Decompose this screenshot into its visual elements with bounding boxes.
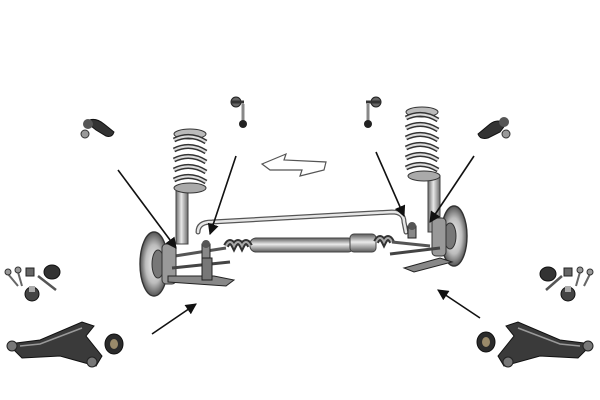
arrow-from-left-wishbone — [151, 303, 197, 335]
bolt-kit-left — [4, 264, 61, 291]
tie-rod-end-right — [477, 117, 511, 139]
bushing-left — [104, 333, 124, 355]
arrow-from-right-wishbone — [437, 289, 481, 319]
wishbone-left — [6, 321, 103, 368]
direction-of-travel-arrow — [260, 152, 327, 177]
installed-link-left — [201, 240, 211, 259]
brake-disc-right — [431, 205, 468, 267]
installed-lower-arm-left — [167, 257, 236, 287]
rack-boot-right — [373, 235, 395, 249]
brake-disc-left — [139, 231, 177, 297]
anti-roll-bar — [195, 209, 409, 235]
stabilizer-link-left — [230, 96, 247, 128]
stabilizer-link-right — [364, 96, 382, 128]
arrow-to-right-strut — [375, 151, 406, 218]
arrow-to-left-strut — [117, 169, 177, 249]
bushing-right — [476, 331, 496, 353]
ball-joint-left — [24, 286, 40, 302]
coil-spring-right — [404, 112, 440, 173]
tie-rod-end-left — [80, 118, 115, 139]
nut-icon — [501, 129, 511, 139]
rack-boot-left — [223, 239, 253, 253]
arrow-to-right-stabilizer-link — [429, 155, 475, 223]
nut-icon — [80, 129, 90, 139]
wishbone-right — [497, 321, 594, 368]
ball-joint-right — [560, 286, 576, 302]
installed-lower-arm-right — [389, 246, 454, 273]
installed-link-right — [407, 222, 417, 239]
coil-spring-strut-left — [172, 128, 208, 245]
steering-rack — [174, 233, 431, 258]
arrow-to-left-stabilizer-link — [207, 155, 237, 236]
bolt-kit-right — [539, 266, 594, 291]
